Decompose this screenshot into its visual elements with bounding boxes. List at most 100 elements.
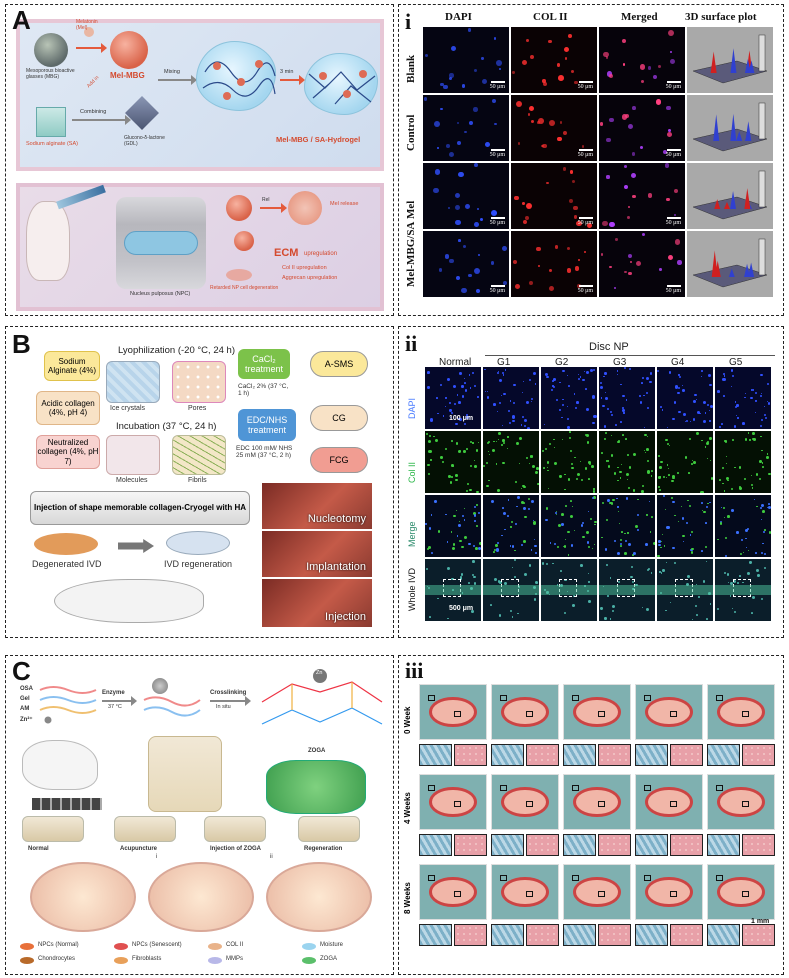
fluorescent-signal [498,614,502,617]
fluorescent-signal [768,402,771,405]
cell-nucleus [624,271,627,274]
cell-nucleus [512,71,515,74]
scale-bar: 50 μm [665,217,682,226]
cell-nucleus [473,107,478,112]
fluorescent-signal [604,396,608,400]
fluorescent-signal [560,522,564,526]
hydrogel-network [308,70,376,105]
fluorescent-signal [678,375,682,379]
fluorescent-signal [511,616,513,618]
fluorescent-signal [584,387,587,390]
zoom-box [716,695,723,701]
fluorescent-signal [543,423,546,426]
fluorescent-signal [436,397,438,399]
fluorescent-signal [763,553,767,556]
fluorescent-signal [658,540,661,543]
fluorescent-signal [451,440,454,443]
fluorescent-signal [696,398,698,401]
fluorescent-signal [731,369,734,372]
histology-section [707,864,775,920]
fluorescent-signal [459,372,462,375]
histology-section [491,774,559,830]
fluorescent-signal [459,418,463,421]
column-header: 3D surface plot [685,11,757,23]
panel-a: A Mesoporous bioactive glasses (MBG) Mel… [5,4,394,316]
legend-label: ZOGA [320,956,338,962]
micrograph-cell: 50 μm [511,231,597,297]
fluorescent-signal [617,510,619,512]
fluorescent-signal [572,603,575,607]
histology-zoom [454,744,487,766]
fluorescent-signal [747,572,751,576]
fluorescent-signal [604,617,607,620]
micrograph-cell [425,559,481,621]
melatonin-molecule [84,27,94,37]
fluorescent-signal [431,551,434,555]
fluorescent-signal [460,545,464,549]
cell-nucleus [546,181,549,185]
histology-zoom [526,744,559,766]
histology-zoom [635,924,668,946]
incubation-label: Incubation (37 °C, 24 h) [116,421,217,432]
fluorescent-signal [493,549,497,552]
fluorescent-signal [658,475,661,479]
zoom-box [500,695,507,701]
cell-nucleus [434,121,441,128]
cell-nucleus [456,275,461,280]
fluorescent-signal [766,506,769,509]
fluorescent-signal [497,432,501,436]
histology-section [563,864,631,920]
fluorescent-signal [460,573,464,576]
fluorescent-signal [616,370,618,372]
fluorescent-signal [682,388,686,392]
pores-label: Pores [188,405,207,412]
fluorescent-signal [469,387,472,390]
micrograph-cell: 50 μm [511,163,597,229]
column-header: Merged [621,11,658,23]
micrograph-cell [687,27,773,93]
fluorescent-signal [736,404,739,407]
arrow-to-mel-mbg [76,43,107,53]
fluorescent-signal [461,385,464,388]
fluorescent-signal [555,510,558,513]
fluorescent-signal [588,581,590,583]
fluorescent-signal [547,466,549,468]
fluorescent-signal [490,603,492,606]
fluorescent-signal [703,510,707,514]
fluorescent-signal [515,480,517,483]
zn-ion-sphere [152,678,168,694]
fluorescent-signal [694,393,697,397]
fluorescent-signal [660,460,663,464]
fluorescent-signal [690,551,694,555]
cell-nucleus [573,215,578,220]
legend-label: MMPs [226,956,243,962]
arrow-combining [72,115,131,125]
cell-nucleus [465,204,471,210]
fluorescent-signal [522,501,525,504]
legend-swatch [302,957,316,964]
fluorescent-signal [576,473,580,477]
fluorescent-signal [709,436,713,440]
cell-nucleus [559,121,563,124]
cell-nucleus [446,144,451,149]
arrow-enzyme [102,696,137,706]
fluorescent-signal [593,543,596,546]
fluorescent-signal [768,531,771,535]
cell-nucleus [563,167,567,171]
fluorescent-signal [617,440,621,444]
panel-label-i: i [405,9,412,34]
fluorescent-signal [690,420,692,422]
histology-section [491,684,559,740]
fluorescent-signal [762,542,765,545]
micrograph-cell [483,495,539,557]
fluorescent-signal [551,388,554,391]
fluorescent-signal [592,421,595,425]
fluorescent-signal [543,467,545,470]
fluorescent-signal [593,490,596,493]
fluorescent-signal [529,455,533,458]
fluorescent-signal [705,522,707,524]
nucleus-pulposus [124,231,198,255]
fluorescent-signal [553,446,555,448]
cell-nucleus [667,128,671,132]
fluorescent-signal [702,510,704,512]
